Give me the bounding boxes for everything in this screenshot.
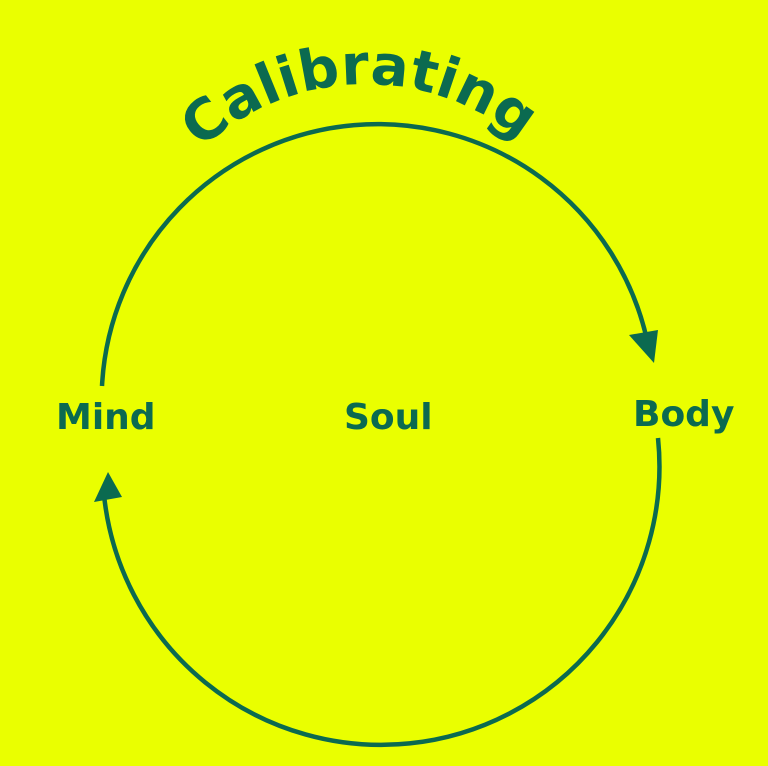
body-label: Body — [633, 394, 735, 435]
top-arc — [99, 121, 650, 387]
bottom-arrowhead — [94, 472, 122, 502]
soul-label: Soul — [344, 397, 433, 438]
mind-label: Mind — [56, 397, 156, 438]
top-arrowhead — [629, 330, 658, 363]
bottom-arc — [101, 437, 662, 748]
